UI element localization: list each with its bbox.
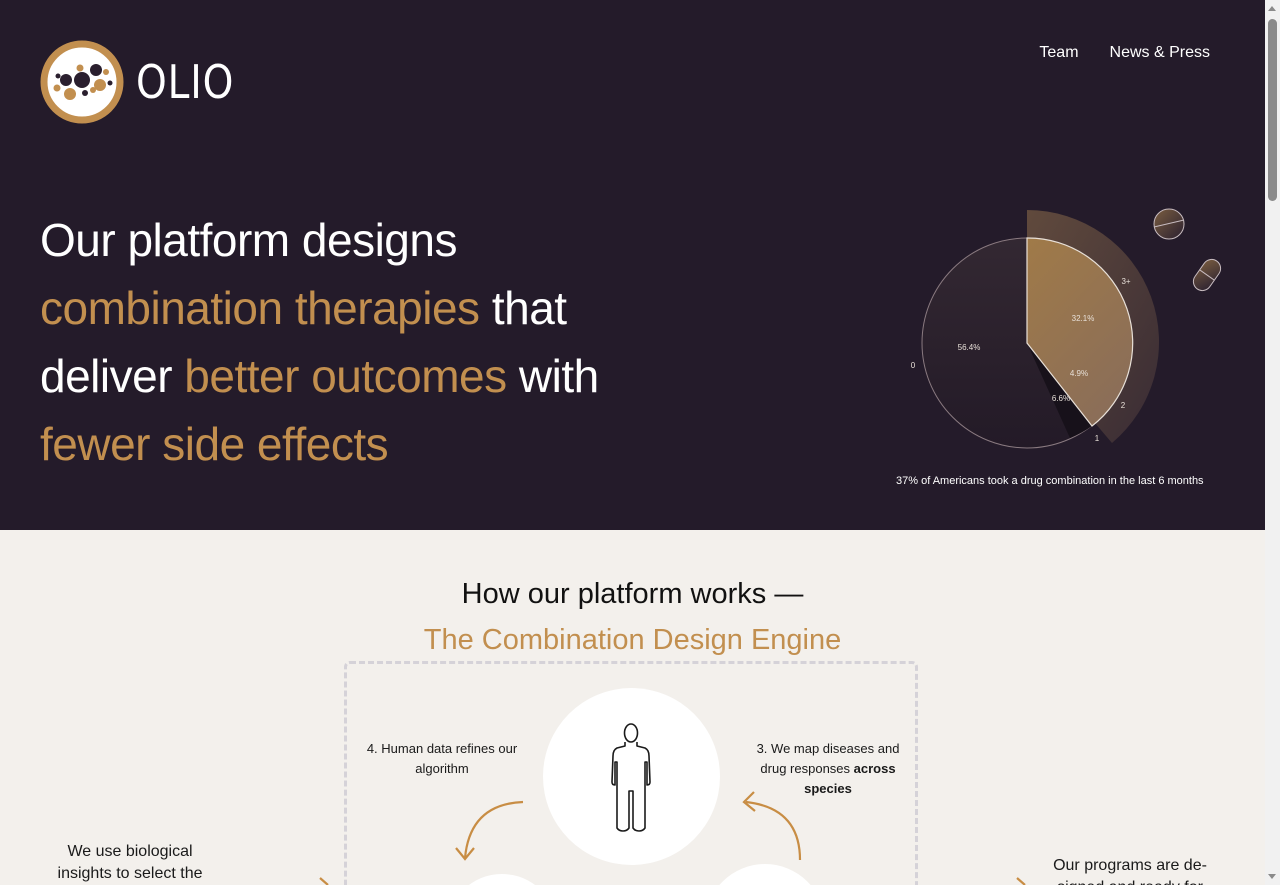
outer-label-0: 0 bbox=[911, 361, 916, 370]
step-3-bold: across species bbox=[804, 761, 896, 796]
arrow-right-partial-icon bbox=[1016, 877, 1026, 885]
human-figure-icon bbox=[611, 723, 651, 832]
chart-caption: 37% of Americans took a drug combination… bbox=[896, 475, 1204, 487]
pie-slice-3plus bbox=[1026, 237, 1134, 427]
label-56-4: 56.4% bbox=[958, 343, 981, 352]
brand-name: OLIO bbox=[136, 55, 235, 109]
hero-section: OLIO Team News & Press Our platform desi… bbox=[0, 0, 1265, 530]
step-circle-left bbox=[447, 874, 557, 885]
section-subtitle: The Combination Design Engine bbox=[423, 624, 842, 656]
how-it-works-section: How our platform works — The Combination… bbox=[0, 574, 1265, 660]
main-nav: Team News & Press bbox=[1039, 44, 1210, 62]
outer-label-1: 1 bbox=[1095, 434, 1100, 443]
capsule-pill-icon bbox=[1192, 258, 1222, 292]
human-circle bbox=[543, 688, 720, 865]
nav-news-press[interactable]: News & Press bbox=[1109, 44, 1210, 61]
step-4-label: Human data refines our algorithm bbox=[381, 741, 518, 776]
headline-accent-outcomes: better outcomes bbox=[184, 350, 507, 402]
vertical-scrollbar[interactable] bbox=[1265, 0, 1280, 885]
outer-label-2: 2 bbox=[1121, 401, 1126, 410]
headline-accent-side-effects: fewer side effects bbox=[40, 418, 389, 470]
hero-headline: Our platform designs combination therapi… bbox=[40, 206, 680, 478]
drug-combination-pie-chart: 32.1% 4.9% 6.6% 56.4% 0 1 2 3+ bbox=[880, 200, 1240, 500]
right-intro-text: Our programs are de-signed and ready for bbox=[1053, 857, 1207, 885]
left-intro-text: We use biological insights to select the bbox=[57, 843, 203, 882]
engine-diagram-box bbox=[344, 661, 918, 885]
arrow-down-left-icon bbox=[455, 800, 524, 861]
headline-accent-combination: combination therapies bbox=[40, 282, 480, 334]
logo-link[interactable]: OLIO bbox=[40, 40, 252, 124]
headline-line3-end: with bbox=[506, 350, 599, 402]
step-3-text: 3. We map diseases and drug responses ac… bbox=[748, 739, 908, 799]
step-4-text: 4. Human data refines our algorithm bbox=[362, 739, 522, 779]
headline-line1: Our platform designs bbox=[40, 214, 457, 266]
scroll-thumb[interactable] bbox=[1268, 19, 1277, 201]
step-4-number: 4. bbox=[366, 741, 378, 756]
scroll-down-arrow-icon[interactable] bbox=[1268, 874, 1276, 879]
scroll-up-arrow-icon[interactable] bbox=[1268, 6, 1276, 11]
label-32-1: 32.1% bbox=[1072, 314, 1095, 323]
pie-slice-1 bbox=[1027, 343, 1092, 438]
section-title: How our platform works — bbox=[461, 578, 804, 610]
arrow-up-left-icon bbox=[742, 791, 802, 861]
label-4-9: 4.9% bbox=[1070, 369, 1088, 378]
outer-label-3plus: 3+ bbox=[1121, 277, 1130, 286]
label-6-6: 6.6% bbox=[1052, 394, 1070, 403]
headline-line3-start: deliver bbox=[40, 350, 185, 402]
step-3-label: We map diseases and drug responses bbox=[760, 741, 900, 776]
round-pill-icon bbox=[1153, 208, 1185, 240]
step-3-number: 3. bbox=[756, 741, 768, 756]
arrow-left-partial-icon bbox=[319, 877, 329, 885]
olio-logo-icon bbox=[40, 40, 124, 124]
headline-line2-rest: that bbox=[479, 282, 567, 334]
nav-team[interactable]: Team bbox=[1039, 44, 1079, 61]
